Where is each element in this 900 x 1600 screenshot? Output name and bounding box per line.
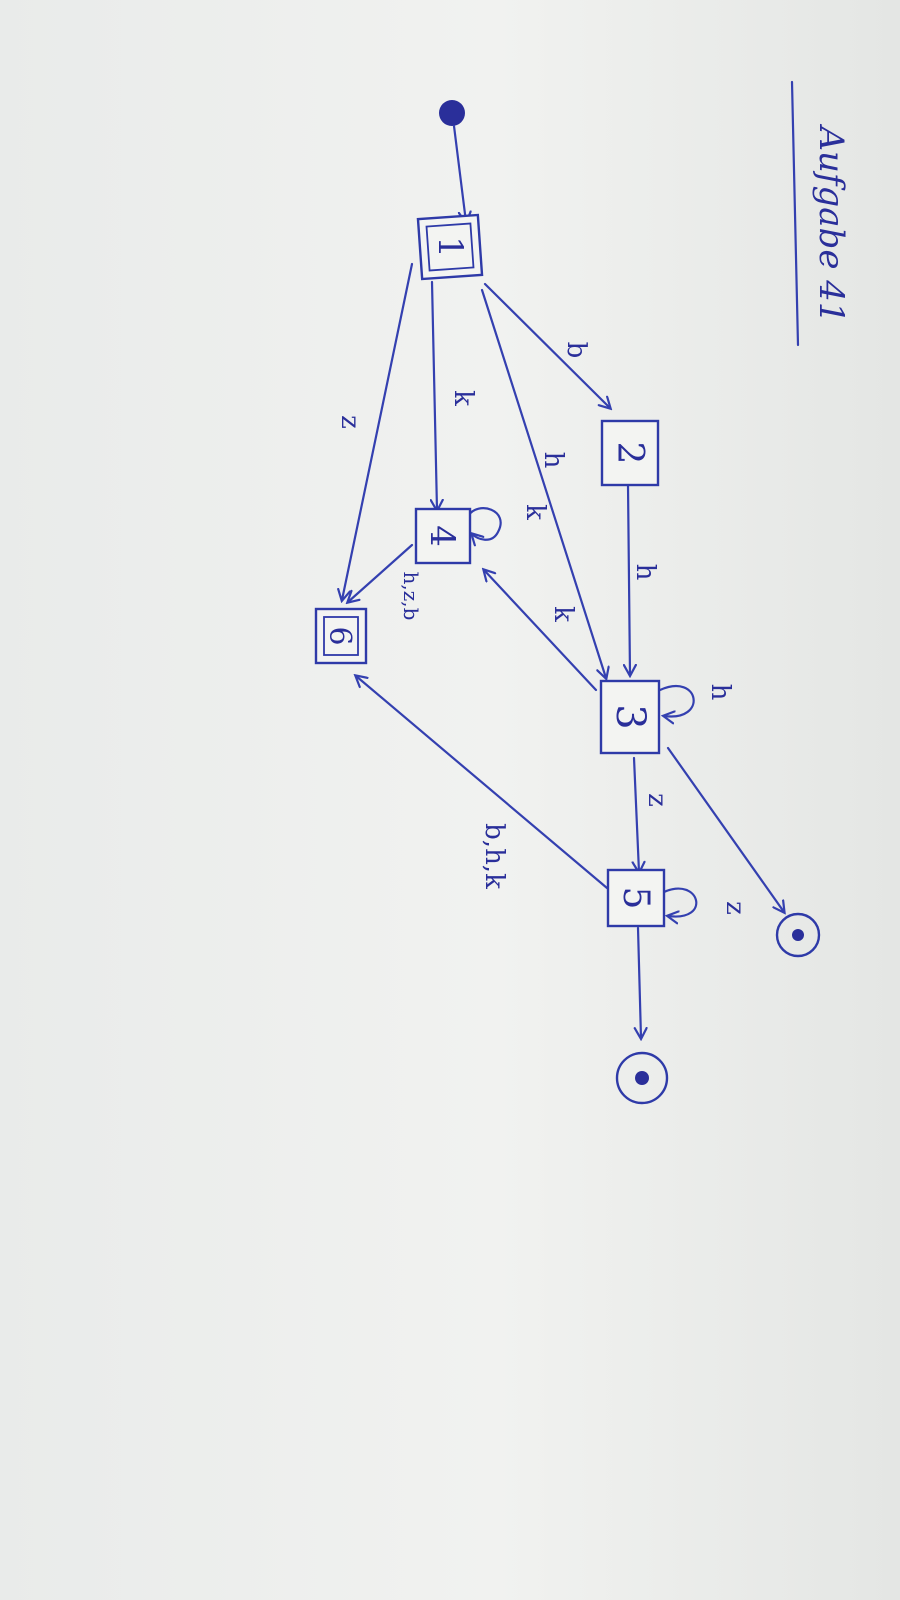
edge-label-4-6: h,z,b xyxy=(399,572,423,621)
page-title: Aufgabe 41 xyxy=(811,123,851,323)
final-marker-3 xyxy=(775,912,821,958)
edge-label-2-3: h xyxy=(630,564,660,581)
state-3: 3 xyxy=(599,679,661,755)
state-label: 4 xyxy=(422,525,462,547)
edge-label-1-4: k xyxy=(448,390,478,406)
state-label: 2 xyxy=(609,442,650,465)
edge-3-final xyxy=(666,746,784,912)
edge-label-5-5: z xyxy=(720,901,750,915)
state-label: 5 xyxy=(615,887,656,910)
edge-3-4 xyxy=(484,570,598,692)
edge-1-6 xyxy=(342,262,414,600)
loop-5 xyxy=(662,887,698,917)
edge-1-4 xyxy=(432,280,437,510)
loop-3 xyxy=(658,684,695,716)
start-arrow xyxy=(452,124,466,222)
edge-label-3-4: k xyxy=(548,606,578,622)
start-dot xyxy=(439,100,465,126)
edge-label-1-2: b xyxy=(561,342,591,359)
edge-1-3 xyxy=(480,288,606,678)
edge-label-3-5: z xyxy=(642,793,672,807)
edge-label-5-6: b,h,k xyxy=(479,823,509,889)
edge-labels: b h k z h h k z k h,z,b z b,h,k xyxy=(335,342,750,915)
edge-3-5 xyxy=(634,756,639,872)
edge-label-1-6: z xyxy=(335,415,365,429)
state-6: 6 xyxy=(314,607,368,665)
state-label: 3 xyxy=(607,704,653,729)
edge-1-2 xyxy=(483,282,610,408)
transition-lines xyxy=(342,262,784,1038)
edge-label-4-4: k xyxy=(520,504,550,520)
title-underline xyxy=(790,80,800,347)
state-label: 6 xyxy=(322,626,357,645)
edge-label-3-3: h xyxy=(705,684,735,701)
state-2: 2 xyxy=(600,419,660,487)
edge-2-3 xyxy=(628,483,630,675)
loop-4 xyxy=(466,507,502,540)
edge-4-6 xyxy=(348,543,414,602)
state-4: 4 xyxy=(414,507,472,565)
state-1: 1 xyxy=(416,213,484,281)
edge-label-1-3: h xyxy=(538,452,568,469)
edge-5-6 xyxy=(356,676,609,890)
final-marker-5 xyxy=(615,1051,669,1105)
state-label: 1 xyxy=(430,236,470,258)
edge-5-final xyxy=(638,926,641,1038)
state-5: 5 xyxy=(606,868,666,928)
